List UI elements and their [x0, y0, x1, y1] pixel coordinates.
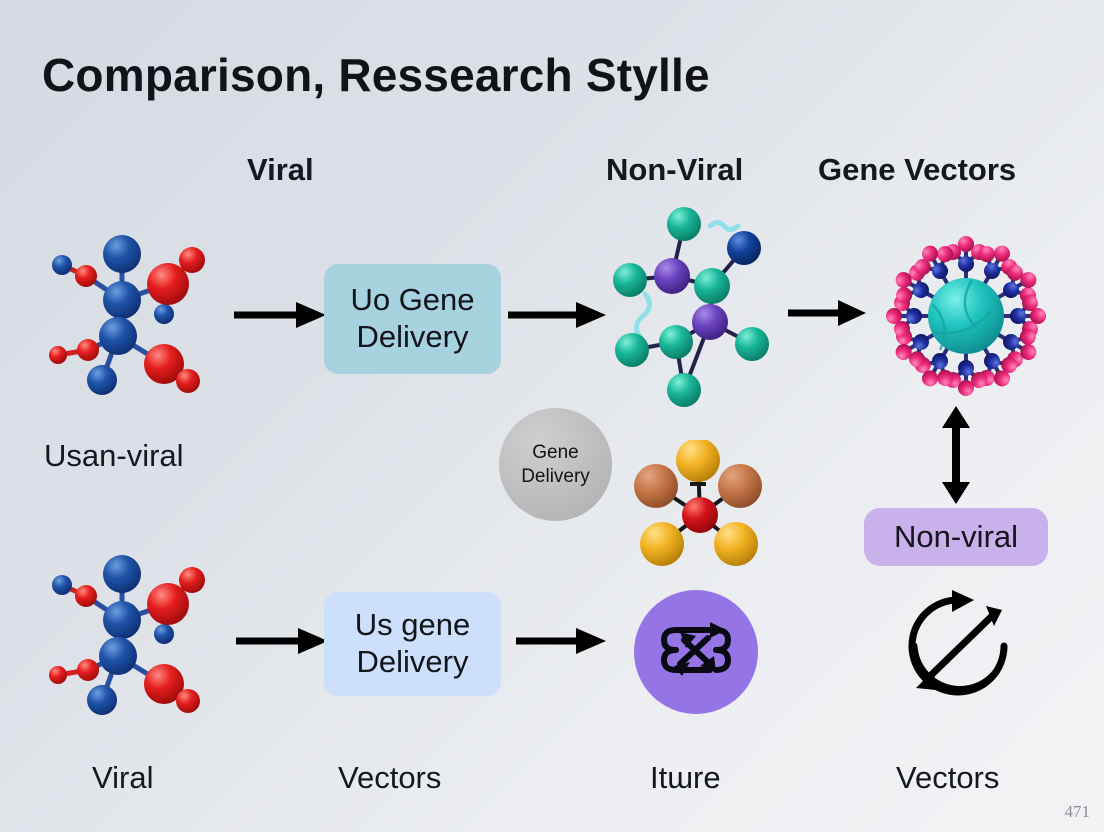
shuffle-arrows-icon: [660, 622, 732, 676]
bottom-label-iture: Itɯre: [650, 760, 721, 795]
arrow-up-down-icon: [942, 406, 970, 504]
box-uo-line2: Delivery: [356, 319, 469, 354]
page-number: 471: [1064, 802, 1091, 821]
box-non-viral[interactable]: Non-viral: [864, 508, 1048, 566]
molecule-orange-red: [634, 440, 762, 566]
molecule-teal-purple: [613, 207, 769, 407]
bottom-label-vectors-1: Vectors: [338, 760, 442, 795]
label-usan-viral: Usan-viral: [44, 438, 184, 473]
box-uo-line1: Uo Gene: [350, 282, 475, 318]
column-header-viral: Viral: [247, 152, 314, 187]
box-us-gene-delivery[interactable]: Us gene Delivery: [324, 592, 501, 696]
page-title: Comparison, Ressearch Stylle: [42, 49, 710, 101]
arrow-right-icon-5: [516, 628, 606, 654]
box-us-line2: Delivery: [356, 644, 469, 679]
arrow-right-icon-4: [236, 628, 328, 654]
box-us-line1: Us gene: [354, 607, 471, 643]
box-non-viral-label: Non-viral: [893, 518, 1019, 554]
column-header-non-viral: Non-Viral: [606, 152, 744, 187]
molecule-blue-red-top: [49, 235, 205, 395]
arrow-right-icon-2: [508, 302, 606, 328]
gene-delivery-circle[interactable]: Gene Delivery: [499, 408, 612, 521]
arrow-right-icon-3: [788, 300, 866, 326]
bottom-label-vectors-2: Vectors: [896, 760, 1000, 795]
molecule-blue-red-bottom: [49, 555, 205, 715]
circular-exchange-arrows-icon: [908, 590, 1008, 696]
bottom-label-viral: Viral: [92, 760, 154, 795]
box-uo-gene-delivery[interactable]: Uo Gene Delivery: [324, 264, 501, 374]
nanoparticle-core-shell: [884, 234, 1048, 398]
arrow-right-icon-1: [234, 302, 326, 328]
gene-circle-line1: Gene: [532, 441, 579, 463]
column-header-gene-vectors: Gene Vectors: [818, 152, 1017, 187]
shuffle-icon-button[interactable]: [634, 590, 758, 714]
gene-circle-line2: Delivery: [521, 465, 590, 487]
